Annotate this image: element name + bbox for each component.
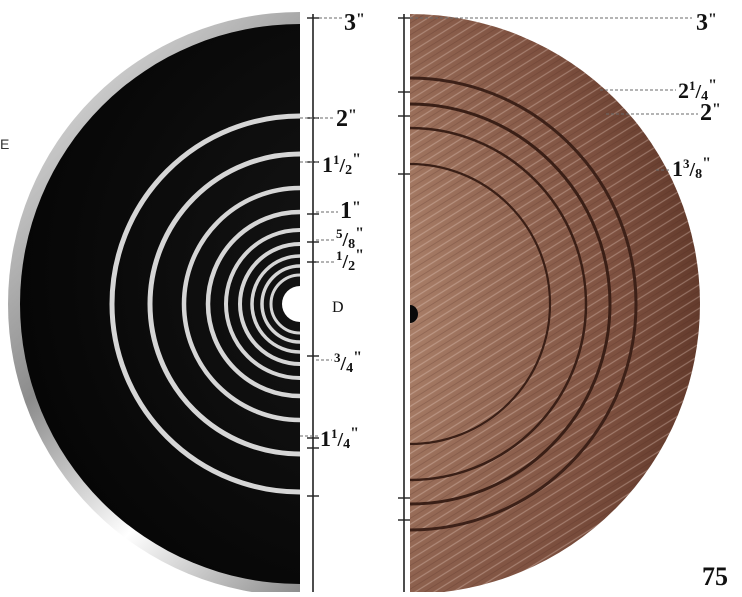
label-whole: 3 <box>696 10 708 36</box>
silver-ring <box>260 264 300 344</box>
black-ring-disc <box>8 12 300 592</box>
measurement-label: 13/8" <box>672 155 711 182</box>
growth-ring <box>410 102 612 506</box>
silver-ring <box>109 113 300 495</box>
silver-ring <box>181 185 300 423</box>
label-whole: 1 <box>340 198 352 224</box>
measurement-label: 3/4" <box>334 349 362 376</box>
label-slash: / <box>695 81 702 103</box>
disc-black-face <box>20 24 300 584</box>
label-slash: / <box>337 429 344 451</box>
label-numerator: 3 <box>683 156 690 171</box>
label-numerator: 1 <box>689 78 696 93</box>
label-denominator: 4 <box>346 361 353 376</box>
measurement-labels: 3"2"11/2"1"5/8"1/2"3/4"11/4"3"21/4"2"13/… <box>320 10 721 452</box>
silver-ring <box>147 151 300 457</box>
label-numerator: 3 <box>334 350 341 365</box>
measurement-label: 1" <box>340 198 361 224</box>
label-inch-mark: " <box>350 425 359 442</box>
label-inch-mark: " <box>348 107 357 124</box>
label-slash: / <box>689 159 696 181</box>
label-whole: 1 <box>320 426 331 451</box>
label-slash: / <box>339 155 346 177</box>
measurement-label: 11/2" <box>322 151 361 178</box>
edge-mark: E <box>0 136 10 152</box>
label-whole: 1 <box>322 152 333 177</box>
center-label: D <box>332 299 344 316</box>
label-slash: / <box>342 251 349 273</box>
wood-grain <box>410 14 700 592</box>
label-inch-mark: " <box>353 349 362 366</box>
label-denominator: 4 <box>343 437 350 452</box>
label-inch-mark: " <box>352 151 361 168</box>
silver-ring <box>238 242 300 366</box>
silver-rings <box>109 113 300 495</box>
label-slash: / <box>340 353 347 375</box>
measurement-label: 21/4" <box>678 77 717 104</box>
label-slash: / <box>342 229 349 251</box>
label-numerator: 1 <box>331 426 338 441</box>
growth-ring <box>410 126 588 482</box>
label-denominator: 4 <box>701 89 708 104</box>
disc-center-hole <box>282 286 300 322</box>
label-inch-mark: " <box>708 11 717 28</box>
silver-ring <box>205 209 300 399</box>
label-numerator: 1 <box>333 152 340 167</box>
growth-ring <box>410 162 552 446</box>
label-whole: 2 <box>336 106 348 132</box>
growth-ring <box>410 76 638 532</box>
label-whole: 2 <box>700 100 712 126</box>
measurement-label: 2" <box>336 106 357 132</box>
label-inch-mark: " <box>356 11 365 28</box>
label-numerator: 5 <box>336 226 343 241</box>
label-inch-mark: " <box>702 155 711 172</box>
label-whole: 2 <box>678 78 689 103</box>
label-inch-mark: " <box>355 247 364 264</box>
label-whole: 1 <box>672 156 683 181</box>
label-inch-mark: " <box>712 101 721 118</box>
measurement-label: 3" <box>696 10 717 36</box>
label-inch-mark: " <box>355 225 364 242</box>
label-denominator: 8 <box>348 237 355 252</box>
wood-disc <box>410 14 700 592</box>
wood-center-pith <box>410 305 418 323</box>
label-inch-mark: " <box>708 77 717 94</box>
measurement-label: 1/2" <box>336 247 364 274</box>
label-denominator: 2 <box>348 259 355 274</box>
wood-growth-rings <box>410 76 638 532</box>
silver-ring <box>250 254 300 354</box>
measurement-label: 5/8" <box>336 225 364 252</box>
label-whole: 3 <box>344 10 356 36</box>
silver-ring <box>269 273 300 335</box>
leader-lines <box>300 17 698 437</box>
measurement-label: 2" <box>700 100 721 126</box>
label-inch-mark: " <box>352 199 361 216</box>
label-denominator: 2 <box>345 163 352 178</box>
ruler-ticks <box>307 17 410 521</box>
measurement-label: 3" <box>344 10 365 36</box>
label-numerator: 1 <box>336 248 343 263</box>
silver-ring <box>224 228 300 380</box>
measurement-label: 11/4" <box>320 425 359 452</box>
label-denominator: 8 <box>695 167 702 182</box>
page-number: 75 <box>702 562 728 591</box>
